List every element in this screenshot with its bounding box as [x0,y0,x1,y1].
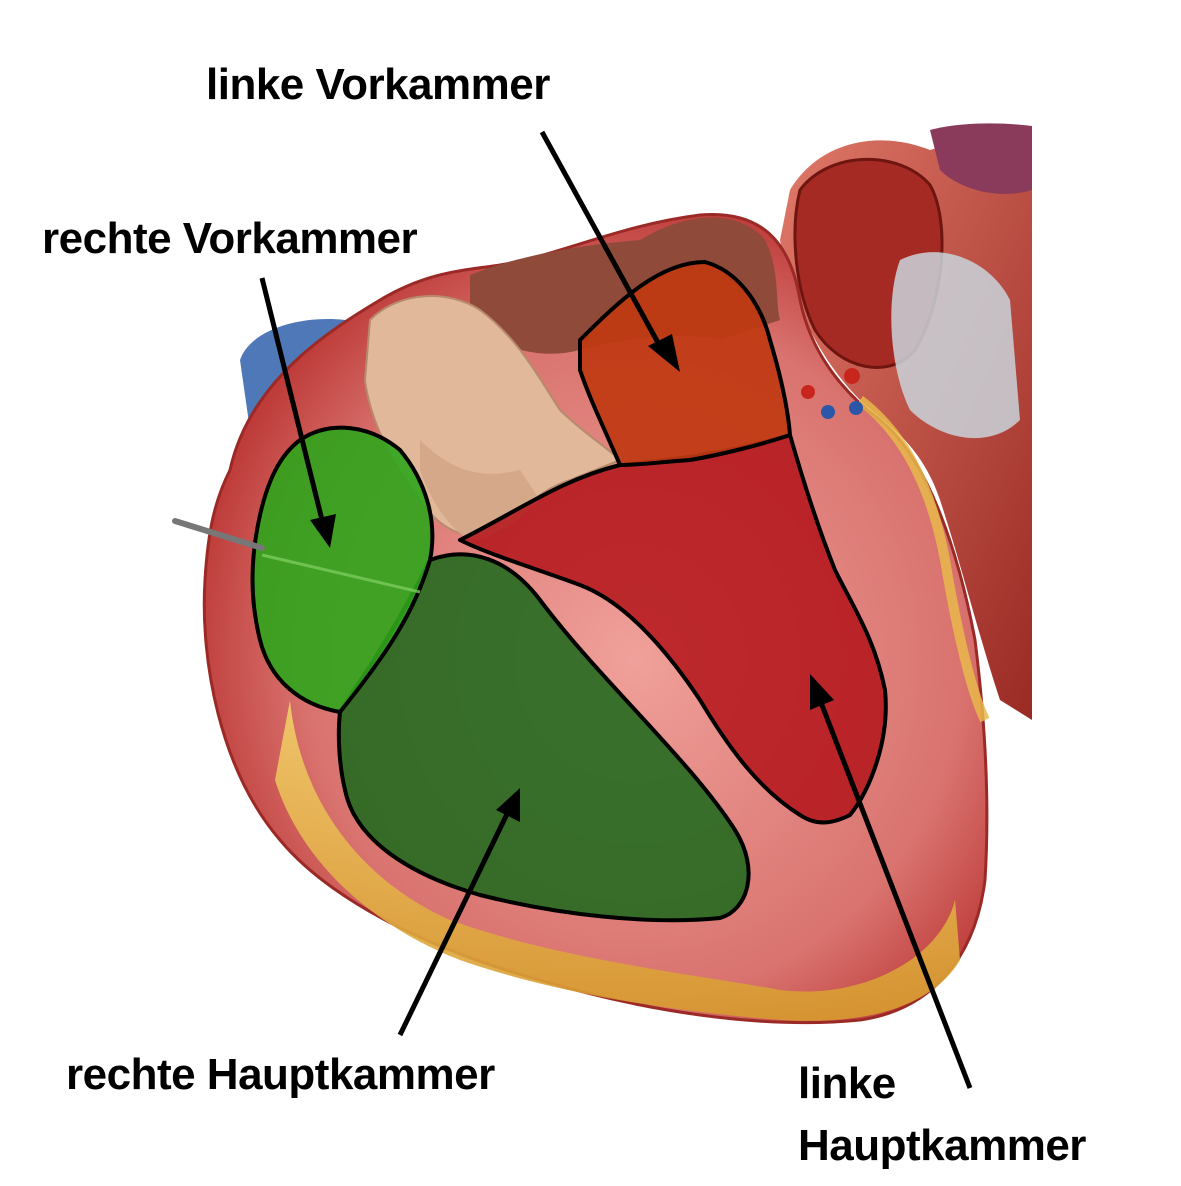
coronary-artery-dot [844,368,860,384]
label-rechte-hauptkammer: rechte Hauptkammer [66,1050,495,1099]
label-linke-hauptkammer-line1: linke [798,1059,896,1108]
rechte-hauptkammer-region [336,552,751,923]
label-linke-hauptkammer-line2: Hauptkammer [798,1121,1086,1170]
label-linke-vorkammer: linke Vorkammer [206,60,550,109]
probe-wire [172,518,265,551]
septum-fat-line [856,396,990,723]
label-linke-hauptkammer: linke Hauptkammer [798,1053,1086,1177]
coronary-vein-dot [849,401,863,415]
arrow-rechte-hauptkammer [397,788,520,1037]
aortic-valve-tissue [891,252,1020,439]
arrow-linke-vorkammer [539,130,680,372]
pulmonary-vessel-top [930,123,1032,194]
pointer-arrows [259,130,973,1089]
arrow-rechte-vorkammer [259,277,336,548]
arrow-linke-hauptkammer [810,674,973,1089]
coronary-artery-dot [801,385,815,399]
coronary-vein-dot [821,405,835,419]
probe-line-inside [261,553,421,594]
label-rechte-vorkammer: rechte Vorkammer [42,214,418,263]
linke-vorkammer-region [578,260,792,467]
rechte-vorkammer-region [250,425,435,714]
